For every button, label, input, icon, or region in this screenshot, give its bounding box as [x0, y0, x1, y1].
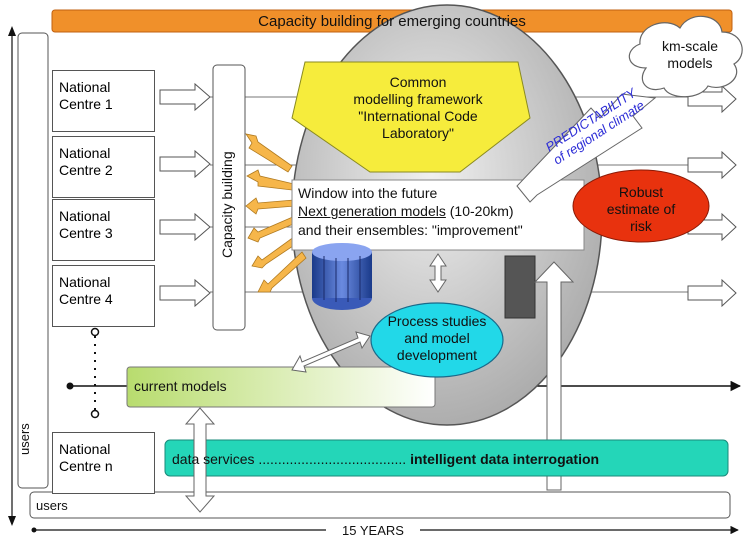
current-models-dot — [66, 382, 74, 390]
data-services-prefix: data services ..........................… — [172, 451, 407, 467]
km-scale-line1: km-scale — [661, 38, 718, 54]
centre-3-line1: National — [59, 208, 111, 224]
users-axis-arrow-up — [8, 26, 16, 36]
timeline-label-bg — [326, 522, 420, 538]
centre-2-line1: National — [59, 145, 111, 161]
timeline-label: 15 YEARS — [342, 523, 404, 538]
centre-1-line1: National — [59, 79, 111, 95]
centre-3-line2: Centre 3 — [59, 224, 113, 241]
capacity-building-bar — [212, 64, 246, 331]
oval-double-arrow — [429, 253, 447, 293]
window-line2: Next generation models (10-20km) — [298, 202, 588, 220]
process-line3: development — [396, 346, 478, 363]
robust-line2: estimate of — [606, 200, 676, 217]
process-line1: Process studies — [387, 313, 487, 329]
data-services-bold: intelligent data interrogation — [410, 451, 600, 467]
users-side-bar — [17, 32, 49, 489]
km-scale-cloud — [628, 15, 743, 98]
framework-text: Common modelling framework "Internationa… — [330, 74, 506, 142]
framework-line3: "International Code — [358, 108, 478, 125]
national-centre-4: National Centre 4 — [52, 265, 155, 327]
predictability-arrow — [516, 93, 657, 203]
robust-line3: risk — [630, 217, 652, 234]
national-centre-n: National Centre n — [52, 432, 155, 494]
capacity-building-label: Capacity building — [219, 151, 235, 258]
server-icon — [504, 255, 536, 319]
framework-line4: Laboratory" — [382, 125, 454, 142]
current-models-label: current models — [134, 378, 227, 394]
window-text: Window into the future Next generation m… — [298, 184, 588, 239]
centre-1-line2: Centre 1 — [59, 95, 113, 112]
robust-ellipse — [572, 169, 710, 243]
process-text: Process studies and model development — [377, 313, 497, 363]
centre-2-line2: Centre 2 — [59, 161, 113, 178]
timeline-start-dot — [31, 527, 37, 533]
window-line1: Window into the future — [298, 185, 438, 201]
users-side-label: users — [17, 423, 32, 455]
process-line2: and model — [404, 329, 470, 346]
km-scale-line2: models — [667, 54, 713, 71]
framework-line1: Common — [389, 74, 447, 90]
national-centre-2: National Centre 2 — [52, 136, 155, 198]
centre-n-line2: Centre n — [59, 457, 113, 474]
connector-top-dot — [90, 327, 100, 337]
banner-title: Capacity building for emerging countries — [258, 13, 526, 30]
process-double-arrow — [291, 331, 371, 373]
window-line2-underlined: Next generation models — [298, 203, 446, 220]
km-scale-text: km-scale models — [650, 38, 730, 71]
data-services-double-arrow — [184, 407, 216, 513]
framework-hexagon — [291, 61, 531, 173]
connector-bottom-dot — [90, 409, 100, 419]
data-services-bar — [164, 439, 729, 477]
orange-arrows — [245, 133, 307, 293]
supercomputer-icon — [312, 243, 372, 310]
centre-n-line1: National — [59, 441, 111, 457]
robust-line1: Robust — [618, 184, 664, 200]
framework-line2: modelling framework — [353, 91, 483, 108]
centre-4-line2: Centre 4 — [59, 290, 113, 307]
current-models-box — [126, 366, 436, 408]
national-centre-3: National Centre 3 — [52, 199, 155, 261]
users-bottom-label: users — [36, 498, 68, 513]
centre-4-line1: National — [59, 274, 111, 290]
users-axis-arrow-down — [8, 516, 16, 526]
process-ellipse — [370, 302, 504, 378]
robust-text: Robust estimate of risk — [580, 184, 702, 234]
national-centre-1: National Centre 1 — [52, 70, 155, 132]
users-bottom-bar — [29, 491, 731, 519]
data-services-text: data services ..........................… — [172, 451, 599, 468]
window-line2-rest: (10-20km) — [445, 203, 514, 220]
centre-arrows — [159, 82, 211, 308]
window-line3: and their ensembles: "improvement" — [298, 221, 523, 238]
